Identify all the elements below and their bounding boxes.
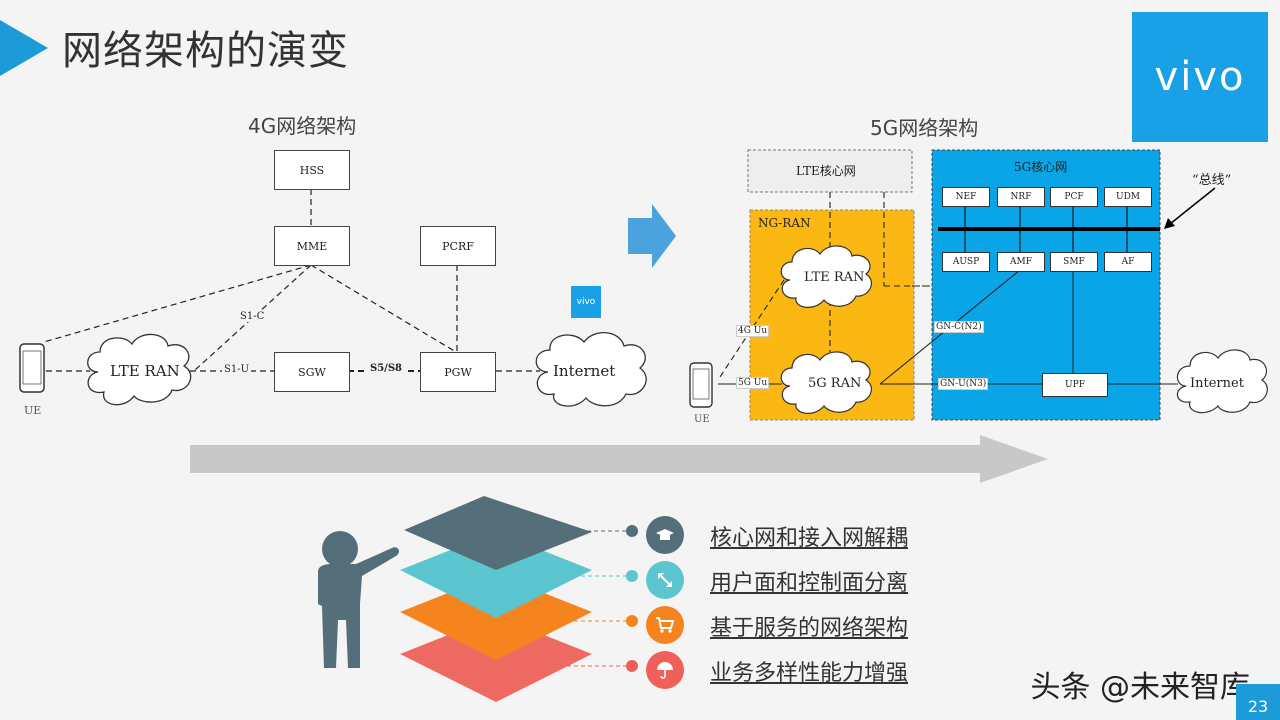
udm-node: UDM [1104, 187, 1152, 207]
pcf-node: PCF [1050, 187, 1098, 207]
vivo-logo: vivo [1132, 12, 1268, 142]
s5s8-label: S5/S8 [368, 363, 405, 374]
ue-4g-label: UE [24, 404, 42, 417]
n2-label: GN-C(N2) [934, 321, 984, 333]
af-node: AF [1104, 252, 1152, 272]
expand-arrows-icon [646, 561, 684, 599]
s1c-label: S1-C [238, 311, 267, 322]
page-number: 23 [1236, 684, 1280, 720]
uu5g-label: 5G Uu [736, 377, 770, 389]
nr-ran-label: 5G RAN [808, 376, 862, 391]
internet-4g-label: Internet [553, 362, 616, 380]
graduation-cap-icon [646, 516, 684, 554]
feature-dot [626, 660, 638, 672]
arch-4g-title: 4G网络架构 [248, 114, 357, 138]
umbrella-icon [646, 651, 684, 689]
nef-node: NEF [942, 187, 990, 207]
upf-node: UPF [1042, 373, 1108, 397]
uu4g-label: 4G Uu [736, 325, 770, 337]
lte-ran-4g-label: LTE RAN [110, 362, 180, 380]
smf-node: SMF [1050, 252, 1098, 272]
vivo-small-logo: vivo [571, 286, 601, 318]
ausp-node: AUSP [942, 252, 990, 272]
ng-ran-label: NG-RAN [758, 216, 811, 230]
core-5g-label: 5G核心网 [1014, 160, 1068, 174]
page-title: 网络架构的演变 [62, 28, 349, 74]
bus-label: “总线” [1192, 173, 1232, 188]
n3-label: GN-U(N3) [938, 378, 989, 390]
s1u-label: S1-U [222, 364, 252, 375]
sgw-node: SGW [274, 352, 350, 392]
lte-ran-5g-label: LTE RAN [804, 270, 865, 285]
title-triangle-icon [0, 20, 48, 76]
hss-node: HSS [274, 150, 350, 190]
cart-icon [646, 606, 684, 644]
pgw-node: PGW [420, 352, 496, 392]
feature-decoupling: 核心网和接入网解耦 [710, 526, 909, 551]
feature-cu-separation: 用户面和控制面分离 [710, 571, 909, 596]
feature-service-diversity: 业务多样性能力增强 [710, 661, 909, 686]
mme-node: MME [274, 226, 350, 266]
watermark: 头条 @未来智库 [1030, 670, 1250, 705]
arch-5g-title: 5G网络架构 [870, 116, 979, 140]
amf-node: AMF [997, 252, 1045, 272]
internet-5g-label: Internet [1190, 376, 1244, 391]
nrf-node: NRF [997, 187, 1045, 207]
feature-dot [626, 525, 638, 537]
feature-dot [626, 615, 638, 627]
pcrf-node: PCRF [420, 226, 496, 266]
presenter-figure [318, 531, 399, 668]
feature-dot [626, 570, 638, 582]
lte-core-label: LTE核心网 [796, 164, 856, 178]
feature-sba: 基于服务的网络架构 [710, 616, 909, 641]
ue-5g-label: UE [694, 414, 710, 425]
